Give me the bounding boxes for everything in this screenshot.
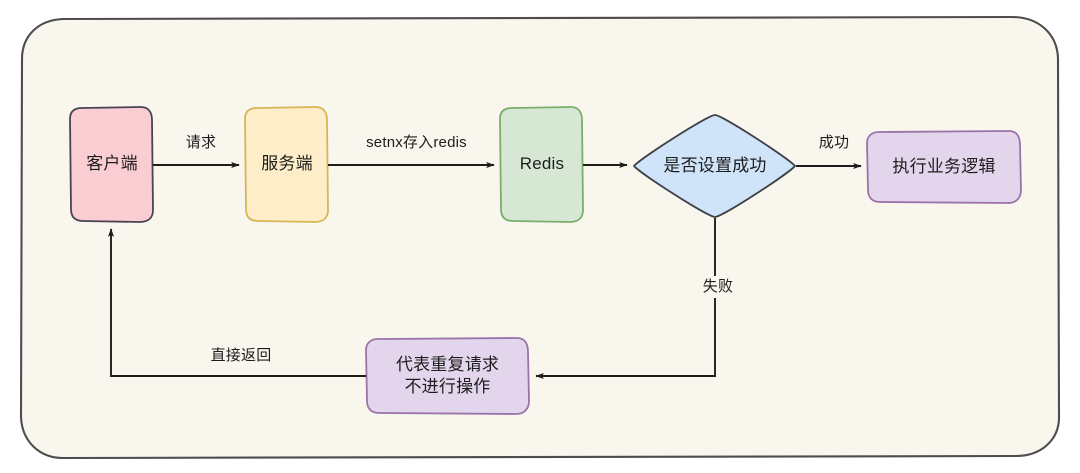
node-shape-redis: [499, 106, 584, 223]
node-shape-business: [866, 130, 1022, 204]
edge-label-failure: 失败: [690, 276, 746, 298]
edge-duplicate-client: [107, 228, 366, 377]
edge-decision-duplicate: [535, 218, 716, 380]
node-shape-client: [69, 106, 154, 223]
panel-border: [19, 15, 1061, 460]
node-shape-duplicate: [365, 337, 530, 415]
node-shape-server: [244, 106, 329, 223]
node-shape-decision: [633, 114, 796, 218]
edge-label-success: 成功: [806, 132, 862, 154]
edge-label-setnx: setnx存入redis: [348, 132, 485, 154]
edge-label-direct-return: 直接返回: [192, 345, 290, 367]
edge-label-request: 请求: [173, 132, 229, 154]
